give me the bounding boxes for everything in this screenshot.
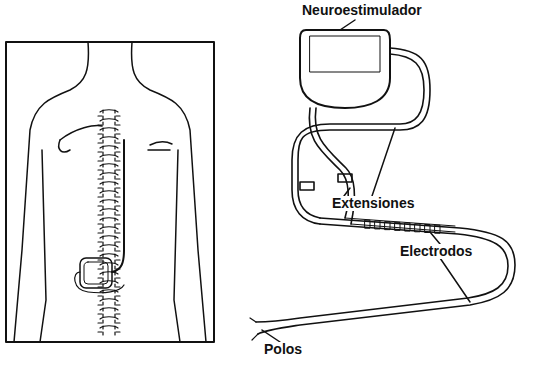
vertebrae — [98, 110, 120, 332]
vertebra — [98, 299, 120, 305]
vertebra — [98, 263, 120, 269]
vertebra — [98, 128, 120, 134]
connector — [338, 174, 352, 182]
part-label: Polos — [262, 342, 304, 357]
electrode-contact — [395, 222, 400, 230]
part-label: Electrodos — [398, 244, 474, 259]
vertebra — [98, 119, 120, 125]
figure-frame — [6, 42, 214, 342]
neurostimulator — [300, 30, 390, 108]
vertebra — [98, 110, 120, 116]
connector — [300, 182, 314, 190]
spine — [103, 110, 115, 335]
vertebra — [98, 173, 120, 179]
vertebra — [98, 317, 120, 323]
vertebra — [98, 272, 120, 278]
vertebra — [98, 137, 120, 143]
vertebra — [98, 155, 120, 161]
vertebra — [98, 164, 120, 170]
leader-line — [440, 258, 470, 302]
leader-line — [262, 330, 280, 342]
leader-line — [372, 128, 395, 196]
leader-line — [340, 20, 355, 30]
leader-line — [344, 188, 350, 196]
electrode-contact — [365, 220, 370, 228]
vertebra — [98, 146, 120, 152]
vertebra — [98, 182, 120, 188]
vertebra — [98, 236, 120, 242]
vertebra — [98, 227, 120, 233]
part-label: Neuroestimulador — [300, 3, 424, 18]
vertebra — [98, 209, 120, 215]
electrode-contact — [425, 225, 430, 233]
part-label: Extensiones — [330, 196, 416, 211]
vertebra — [98, 308, 120, 314]
vertebra — [98, 218, 120, 224]
electrode-contact — [385, 222, 390, 230]
vertebra — [98, 245, 120, 251]
electrode-leads — [250, 218, 515, 340]
implant-in-body — [75, 140, 124, 293]
extension-leads — [292, 48, 430, 224]
electrode-contact — [415, 224, 420, 232]
electrode-contact — [375, 221, 380, 229]
vertebra — [98, 200, 120, 206]
vertebra — [98, 326, 120, 332]
electrode-contact — [435, 225, 440, 233]
torso-outline — [14, 42, 206, 342]
electrode-contact — [405, 223, 410, 231]
vertebra — [98, 191, 120, 197]
